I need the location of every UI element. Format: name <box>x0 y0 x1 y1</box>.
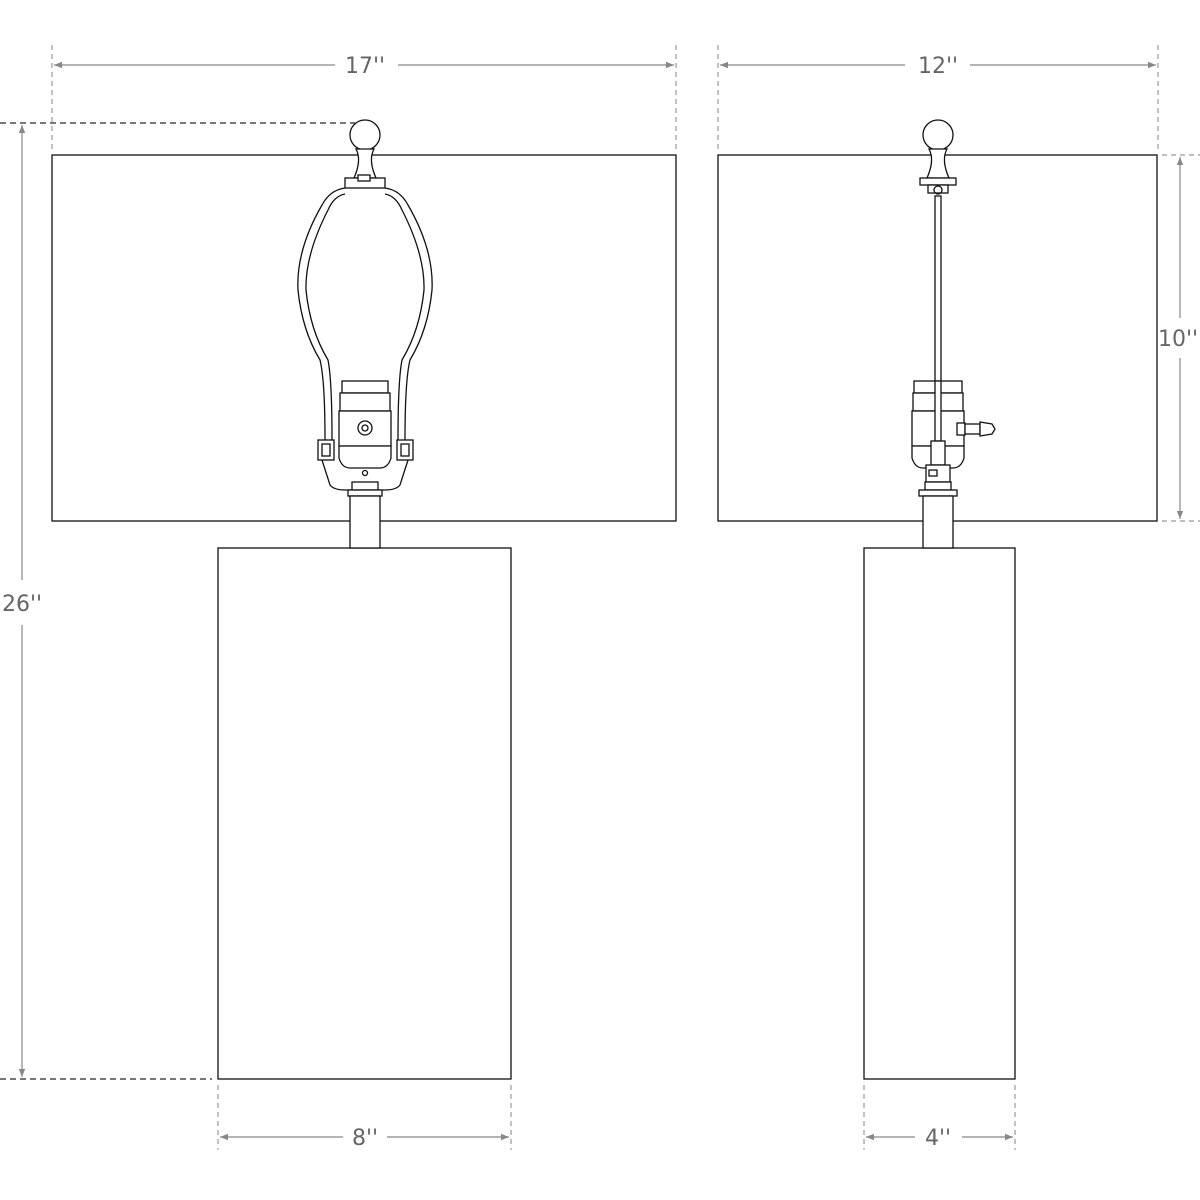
finial-icon <box>922 119 954 151</box>
lamp-base <box>863 547 1016 1080</box>
shade-height-label: 10'' <box>1158 327 1198 352</box>
harp-assembly <box>297 119 433 549</box>
lamp-base <box>217 547 512 1080</box>
socket-assembly <box>911 119 996 549</box>
switch-knob-icon <box>979 421 996 437</box>
base-width-label: 8'' <box>352 1126 378 1151</box>
base-depth-label: 4'' <box>925 1126 951 1151</box>
finial-icon <box>349 119 381 151</box>
overall-height-label: 26'' <box>2 592 42 617</box>
shade-depth-label: 12'' <box>918 54 958 79</box>
front-view: 17'' 26'' <box>0 45 677 1151</box>
side-view: 12'' 10'' <box>717 45 1200 1151</box>
shade-width-label: 17'' <box>345 54 385 79</box>
